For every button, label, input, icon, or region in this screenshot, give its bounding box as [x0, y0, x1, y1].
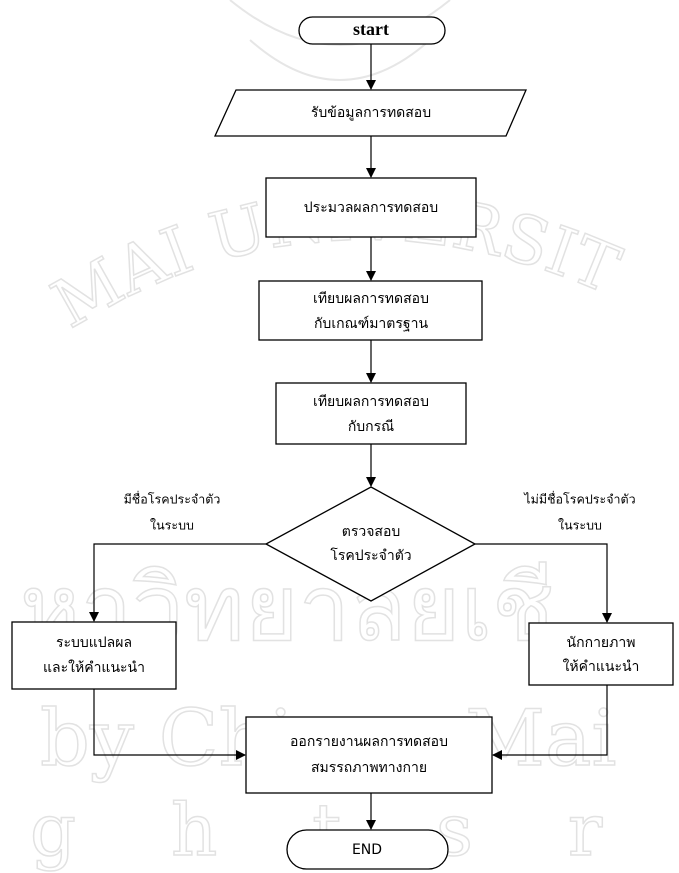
compare-standard-line2: กับเกณฑ์มาตรฐาน: [314, 315, 429, 332]
watermark-emblem-inner: [249, 39, 431, 81]
edge-label-no-line2: ในระบบ: [558, 518, 602, 533]
process-label: ประมวลผลการทดสอบ: [304, 200, 438, 216]
system-advice-line1: ระบบแปลผล: [56, 635, 132, 651]
end-node: END: [286, 829, 449, 870]
compare-case-node: เทียบผลการทดสอบ กับกรณี: [275, 382, 467, 445]
flow-edges: [89, 44, 612, 830]
edge-label-yes: มีชื่อโรคประจำตัว ในระบบ: [124, 491, 221, 533]
system-advice-node: ระบบแปลผล และให้คำแนะนำ: [11, 621, 177, 690]
edge-label-no-line1: ไม่มีชื่อโรคประจำตัว: [523, 491, 635, 507]
edge-label-no: ไม่มีชื่อโรคประจำตัว ในระบบ: [523, 491, 635, 533]
compare-standard-line1: เทียบผลการทดสอบ: [313, 291, 429, 307]
trainer-advice-node: นักกายภาพ ให้คำแนะนำ: [528, 622, 674, 686]
report-node: ออกรายงานผลการทดสอบ สมรรถภาพทางกาย: [245, 716, 493, 794]
process-node: ประมวลผลการทดสอบ: [265, 177, 477, 238]
trainer-advice-line2: ให้คำแนะนำ: [563, 658, 640, 675]
report-line2: สมรรถภาพทางกาย: [311, 760, 427, 776]
edge-system-to-report: [93, 689, 246, 760]
edge-decision-no: [475, 543, 612, 623]
edge-label-yes-line1: มีชื่อโรคประจำตัว: [124, 491, 221, 507]
edge-trainer-to-report: [492, 685, 608, 760]
edge-decision-yes: [89, 543, 266, 622]
start-label: start: [353, 19, 389, 39]
compare-case-line1: เทียบผลการทดสอบ: [313, 394, 429, 410]
edge-label-yes-line2: ในระบบ: [150, 518, 194, 533]
trainer-advice-line1: นักกายภาพ: [567, 635, 636, 651]
system-advice-line2: และให้คำแนะนำ: [43, 659, 145, 676]
compare-case-line2: กับกรณี: [348, 419, 394, 435]
decision-line2: โรคประจำตัว: [330, 547, 411, 564]
report-line1: ออกรายงานผลการทดสอบ: [290, 734, 448, 750]
decision-line1: ตรวจสอบ: [342, 524, 401, 540]
decision-node: ตรวจสอบ โรคประจำตัว: [264, 486, 477, 602]
compare-standard-node: เทียบผลการทดสอบ กับเกณฑ์มาตรฐาน: [258, 280, 483, 341]
end-label: END: [352, 842, 382, 858]
start-node: start: [298, 16, 446, 45]
input-label: รับข้อมูลการทดสอบ: [311, 105, 431, 121]
input-node: รับข้อมูลการทดสอบ: [213, 89, 527, 137]
